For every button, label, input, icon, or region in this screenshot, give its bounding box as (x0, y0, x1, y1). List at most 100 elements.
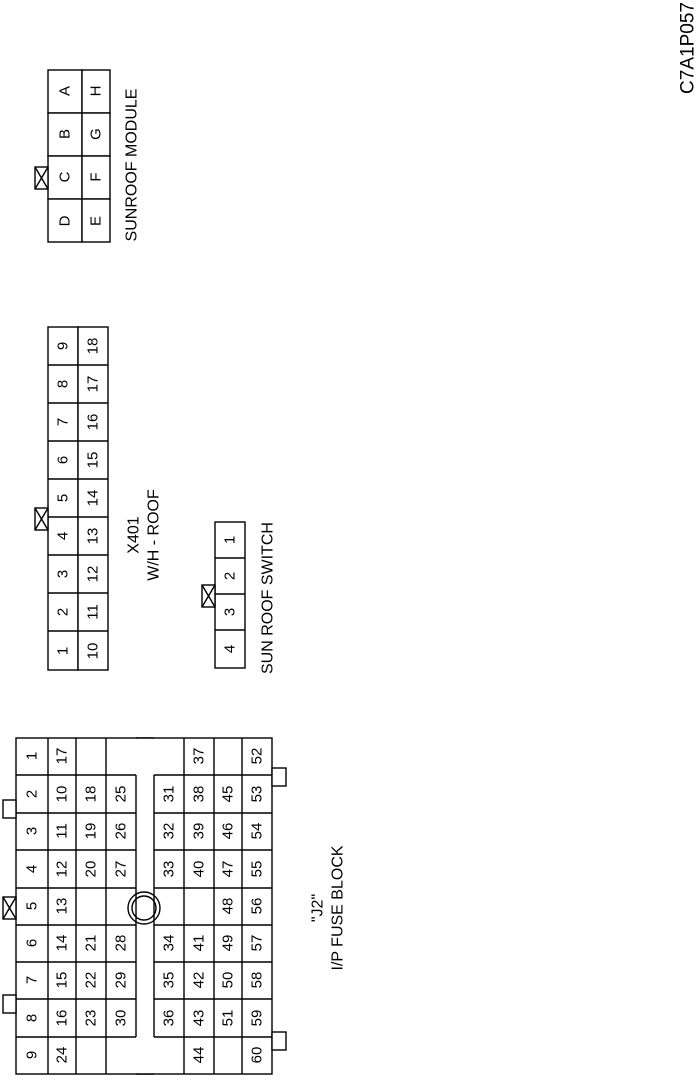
latch-tab (271, 1031, 287, 1051)
pin-label: A (57, 86, 74, 96)
pin-label: 18 (83, 786, 100, 803)
pin-label: 2 (24, 790, 41, 798)
pin-label: 8 (24, 1014, 41, 1022)
pin-label: 36 (161, 1010, 178, 1027)
lock-tab-icon (2, 896, 17, 920)
pin-label: 57 (249, 935, 266, 952)
pin-label: 33 (161, 861, 178, 878)
pin-label: 32 (161, 823, 178, 840)
pin-label: F (88, 172, 105, 181)
pin-label: 59 (249, 1010, 266, 1027)
x401-title: X401 (126, 516, 143, 553)
pin-label: 17 (54, 748, 71, 765)
pin-label: 14 (85, 490, 102, 507)
x401-subtitle: W/H - ROOF (146, 489, 163, 581)
lock-tab-icon (34, 166, 49, 190)
pin-label: 40 (191, 861, 208, 878)
fuse-block-title: "J2" (310, 894, 327, 922)
pin-label: 3 (24, 827, 41, 835)
pin-label: 4 (24, 865, 41, 873)
pin-label: 16 (54, 1010, 71, 1027)
pin-label: 45 (220, 786, 237, 803)
mounting-hole-icon (127, 891, 161, 925)
fuse-block-subtitle: I/P FUSE BLOCK (330, 845, 347, 970)
pin-label: 42 (191, 972, 208, 989)
sun-roof-switch-connector: 4 3 2 1 SUN ROOF SWITCH (201, 521, 277, 674)
pin-label: 3 (222, 608, 239, 616)
sun-roof-switch-title: SUN ROOF SWITCH (260, 522, 277, 674)
sunroof-module-title: SUNROOF MODULE (124, 89, 141, 242)
pin-label: 37 (191, 748, 208, 765)
pin-label: 12 (54, 861, 71, 878)
pin-label: 47 (220, 861, 237, 878)
pin-label: 44 (191, 1047, 208, 1064)
pin-label: 15 (85, 452, 102, 469)
pin-label: 2 (222, 572, 239, 580)
pin-label: 21 (83, 935, 100, 952)
pin-label: 7 (55, 418, 72, 426)
pin-label: 10 (54, 786, 71, 803)
pin-label: 39 (191, 823, 208, 840)
pin-label: 7 (24, 976, 41, 984)
pin-label: 23 (83, 1010, 100, 1027)
x401-connector: 1 2 3 4 5 6 7 8 9 10 11 12 13 14 15 16 1… (34, 326, 163, 671)
pin-label: 3 (55, 570, 72, 578)
pin-label: 14 (54, 935, 71, 952)
pin-label: 38 (191, 786, 208, 803)
pin-label: 11 (85, 604, 102, 620)
pin-label: 2 (55, 608, 72, 616)
pin-label: 60 (249, 1047, 266, 1064)
pin-label: 30 (113, 1010, 130, 1027)
pin-label: 35 (161, 972, 178, 989)
pin-label: 50 (220, 972, 237, 989)
pin-label: 11 (54, 823, 71, 839)
pin-label: 29 (113, 972, 130, 989)
pin-label: C (57, 171, 74, 182)
pin-label: 53 (249, 786, 266, 803)
pin-label: 17 (85, 376, 102, 393)
pin-label: 25 (113, 786, 130, 803)
pin-label: 10 (85, 643, 102, 660)
pin-label: 13 (85, 528, 102, 545)
fuse-column (16, 738, 49, 1074)
pin-label: 20 (83, 861, 100, 878)
pin-label: 1 (222, 536, 239, 544)
pin-label: 48 (220, 898, 237, 915)
pin-label: H (88, 86, 105, 97)
pin-label: 13 (54, 898, 71, 915)
pin-label: D (57, 215, 74, 226)
pin-label: 52 (249, 748, 266, 765)
pin-label: 6 (24, 939, 41, 947)
pin-label: 12 (85, 566, 102, 583)
latch-tab (2, 994, 17, 1014)
pin-label: 1 (24, 752, 41, 760)
pin-label: 49 (220, 935, 237, 952)
pin-label: 43 (191, 1010, 208, 1027)
fuse-block-connector: 1 2 3 4 5 6 7 8 9 17 10 11 12 13 14 15 1… (2, 737, 347, 1075)
pin-label: 46 (220, 823, 237, 840)
pin-label: 15 (54, 972, 71, 989)
pin-label: 4 (55, 532, 72, 540)
lock-tab-icon (201, 584, 216, 608)
figure-code: C7A1P057 (678, 2, 699, 94)
pin-label: 5 (55, 494, 72, 502)
pin-label: 58 (249, 972, 266, 989)
latch-tab (2, 799, 17, 819)
sunroof-module-connector: D C B A E F G H SUNROOF MODULE (34, 69, 141, 243)
pin-label: G (88, 128, 105, 140)
pin-label: 18 (85, 338, 102, 355)
pin-label: 56 (249, 898, 266, 915)
pin-label: 16 (85, 414, 102, 431)
lock-tab-icon (34, 507, 49, 531)
pin-label: 6 (55, 456, 72, 464)
latch-tab (271, 767, 287, 787)
pin-label: 24 (54, 1047, 71, 1064)
pin-label: 5 (24, 902, 41, 910)
pin-label: 22 (83, 972, 100, 989)
pin-label: 26 (113, 823, 130, 840)
pin-label: 9 (24, 1051, 41, 1059)
pin-label: 34 (161, 935, 178, 952)
pin-label: E (88, 216, 105, 226)
pin-label: 51 (220, 1010, 237, 1027)
